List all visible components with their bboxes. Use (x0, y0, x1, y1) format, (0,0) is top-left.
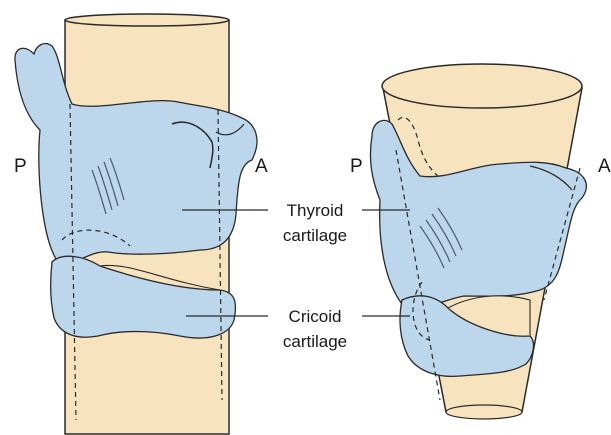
cricoid-label-line2: cartilage (283, 332, 347, 351)
right-cone-top (382, 64, 582, 108)
thyroid-label-line1: Thyroid (287, 201, 344, 220)
thyroid-label-line2: cartilage (283, 226, 347, 245)
left-posterior-label: P (14, 156, 27, 177)
right-anterior-label: A (598, 156, 611, 177)
right-larynx-model: P A (350, 64, 611, 419)
right-cone-bottom (446, 405, 522, 419)
right-posterior-label: P (350, 156, 363, 177)
left-anterior-label: A (255, 156, 268, 177)
cricoid-label-line1: Cricoid (289, 307, 342, 326)
left-larynx-model: P A (14, 14, 268, 434)
left-cylinder-top (65, 14, 229, 26)
